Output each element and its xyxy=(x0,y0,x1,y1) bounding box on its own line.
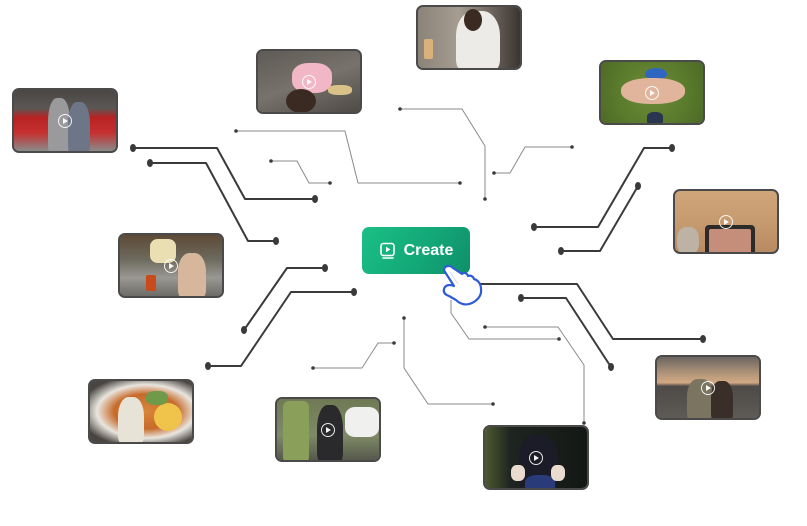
thumbnail-girl-dark-hug[interactable] xyxy=(483,425,589,490)
thumbnail-girl-cafe[interactable] xyxy=(416,5,522,70)
play-icon xyxy=(321,422,335,437)
pointing-hand-cursor-icon xyxy=(440,262,486,310)
play-icon xyxy=(302,74,316,89)
thumbnail-phone-sand[interactable] xyxy=(673,189,779,254)
thumbnail-ramen-bowl[interactable] xyxy=(88,379,194,444)
create-button-label: Create xyxy=(403,241,454,259)
play-icon xyxy=(58,113,72,128)
video-play-icon xyxy=(379,242,397,260)
thumbnail-girl-lying-pink[interactable] xyxy=(256,49,362,114)
thumbnail-matcha-drinks[interactable] xyxy=(275,397,381,462)
thumbnail-couple-train[interactable] xyxy=(12,88,118,153)
play-icon xyxy=(645,85,659,100)
play-icon xyxy=(701,380,715,395)
thumbnail-street-snack[interactable] xyxy=(118,233,224,298)
thumbnail-couple-sunset-beach[interactable] xyxy=(655,355,761,420)
play-icon xyxy=(529,450,543,465)
play-icon xyxy=(164,258,178,273)
thumbnail-heart-hands-grass[interactable] xyxy=(599,60,705,125)
play-icon xyxy=(719,214,733,229)
create-button[interactable]: Create xyxy=(362,227,470,274)
